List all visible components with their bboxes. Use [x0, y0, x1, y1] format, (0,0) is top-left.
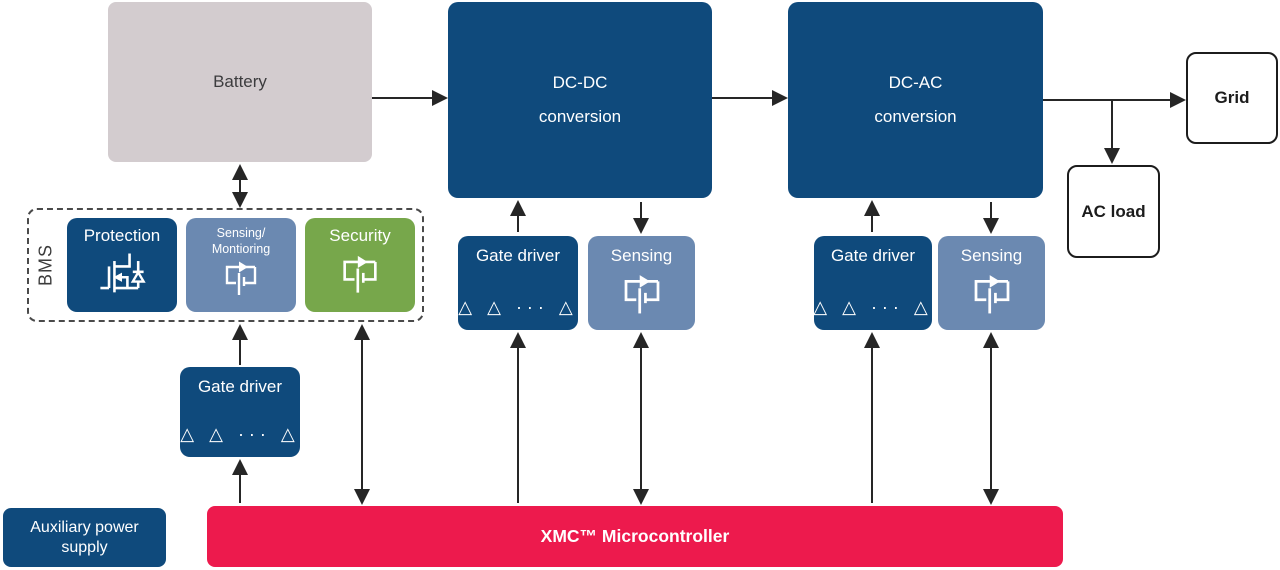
xmc-microcontroller-block: XMC™ Microcontroller	[207, 506, 1063, 567]
battery-sensing-icon	[225, 261, 257, 296]
ac-load-block: AC load	[1067, 165, 1160, 258]
gate-driver-dcac-block: Gate driver △ △ ··· △	[813, 236, 933, 330]
gate-driver-dcdc-block: Gate driver △ △ ··· △	[458, 236, 578, 330]
sensing-monitoring-label-line2: Montioring	[211, 241, 271, 256]
bms-group-label: BMS	[35, 244, 56, 287]
battery-block: Battery	[108, 2, 372, 162]
igbt-triangles: △ △ ··· △	[180, 424, 300, 444]
gate-driver-label: Gate driver	[197, 377, 283, 396]
sensing-label: Sensing	[960, 246, 1023, 265]
sensing-label: Sensing	[610, 246, 673, 265]
battery-label: Battery	[213, 71, 267, 91]
bms-security-block: Security	[305, 218, 415, 312]
dcdc-label-line1: DC-DC	[552, 73, 608, 93]
battery-sensing-icon	[343, 256, 377, 293]
sensing-dcdc-block: Sensing	[588, 236, 695, 330]
protection-label: Protection	[83, 226, 161, 245]
dcac-conversion-block: DC-AC conversion	[788, 2, 1043, 198]
dcdc-label-line2: conversion	[538, 106, 622, 126]
aux-power-label-line2: supply	[61, 538, 108, 556]
bms-protection-block: Protection	[67, 218, 177, 312]
sensing-dcac-block: Sensing	[938, 236, 1045, 330]
battery-sensing-icon	[974, 275, 1009, 314]
igbt-triangles: △ △ ··· △	[458, 297, 578, 317]
dcdc-conversion-block: DC-DC conversion	[448, 2, 712, 198]
auxiliary-power-supply-block: Auxiliary power supply	[3, 508, 166, 567]
gate-driver-label: Gate driver	[475, 246, 561, 265]
xmc-microcontroller-label: XMC™ Microcontroller	[540, 526, 730, 546]
dcac-label-line1: DC-AC	[888, 73, 943, 93]
battery-sensing-icon	[624, 275, 659, 314]
bms-group-outline	[27, 208, 424, 322]
aux-power-label-line1: Auxiliary power	[30, 518, 139, 536]
security-label: Security	[329, 226, 391, 245]
mosfet-diode-icon	[100, 253, 146, 293]
grid-block: Grid	[1186, 52, 1278, 144]
bms-sensing-monitoring-block: Sensing/ Montioring	[186, 218, 296, 312]
gate-driver-label: Gate driver	[830, 246, 916, 265]
sensing-monitoring-label-line1: Sensing/	[216, 226, 266, 240]
grid-label: Grid	[1214, 88, 1250, 107]
dcac-label-line2: conversion	[874, 106, 957, 126]
igbt-triangles: △ △ ··· △	[813, 297, 933, 317]
gate-driver-bms-block: Gate driver △ △ ··· △	[180, 367, 300, 457]
ac-load-label: AC load	[1081, 201, 1146, 221]
